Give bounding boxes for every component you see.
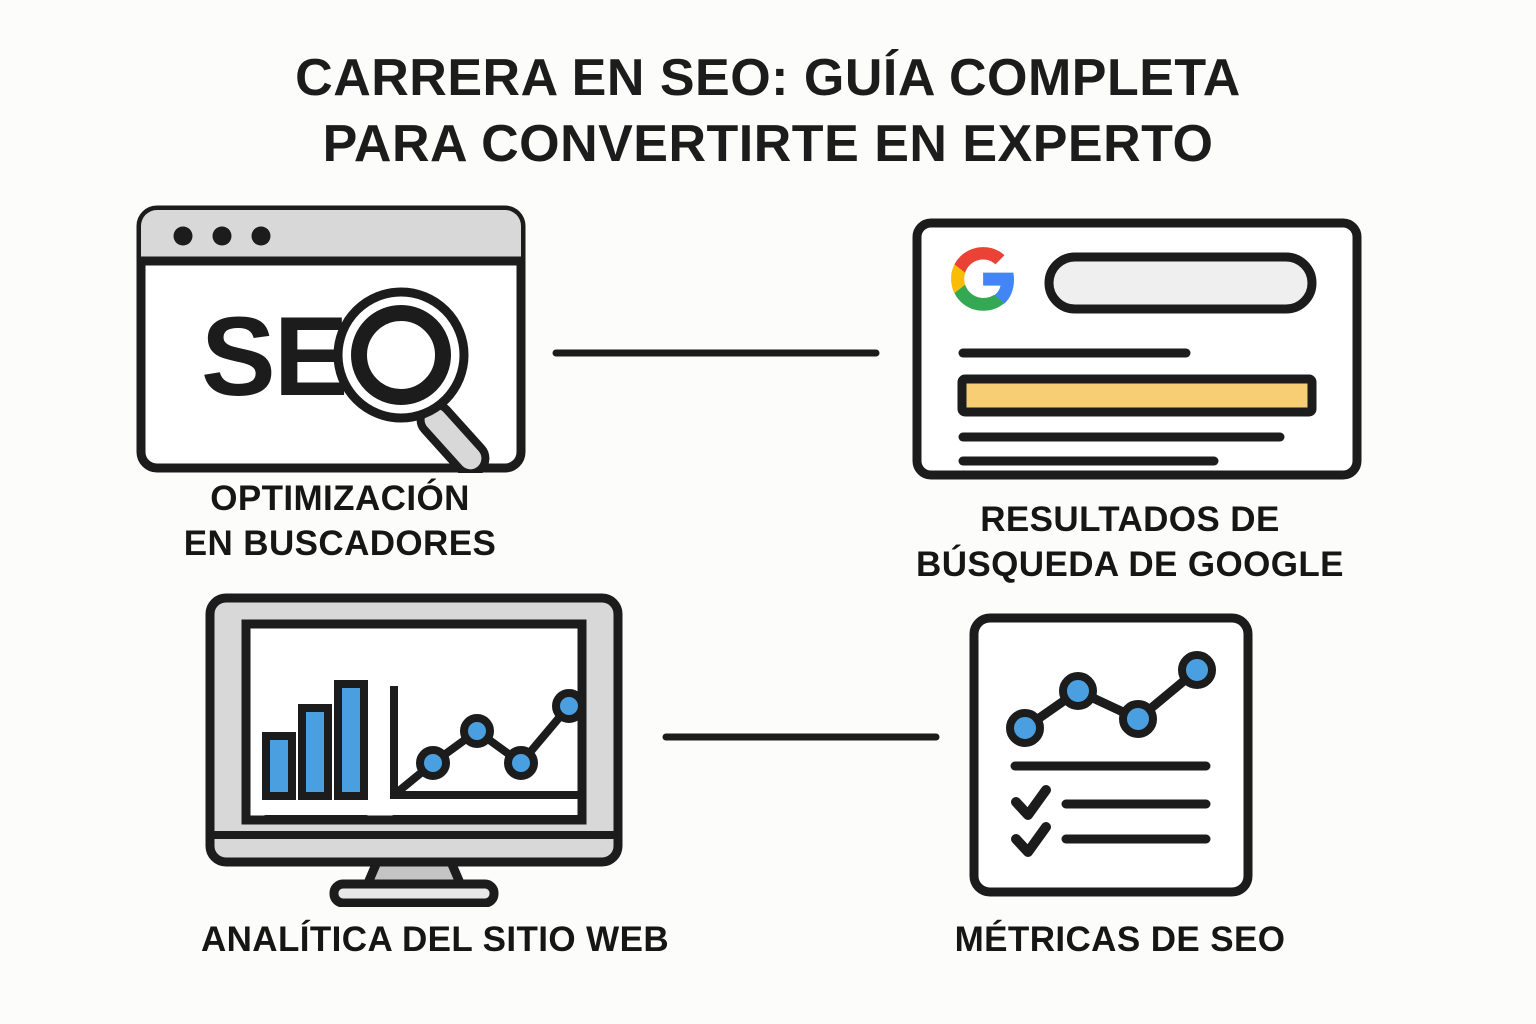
line-chart-point-1 [416,746,450,780]
analytics-bar-chart [262,680,368,800]
google-g-logo [951,247,1015,311]
metrics-point-4 [1178,651,1216,689]
metrics-point-3 [1119,700,1157,738]
node-metrics-graphic [968,612,1254,898]
line-chart-point-2 [460,714,494,748]
node-seo-graphic: SE [136,205,526,473]
check-icon-1 [1011,785,1051,820]
metrics-line-chart [1006,651,1216,747]
metrics-point-2 [1059,672,1097,710]
google-result-highlighted [957,374,1317,417]
page-title: CARRERA EN SEO: GUÍA COMPLETA PARA CONVE… [0,46,1536,177]
monitor-stand-base [329,879,499,907]
check-icon-2 [1011,822,1051,857]
node-label-analytics: ANALÍTICA DEL SITIO WEB [200,920,670,959]
page-title-line-1: CARRERA EN SEO: GUÍA COMPLETA [295,49,1241,107]
bar-2 [298,704,332,800]
page-title-line-2: PARA CONVERTIRTE EN EXPERTO [322,114,1214,173]
monitor-screen [241,619,587,825]
node-analytics-graphic [204,592,644,907]
google-search-bar [1044,252,1317,314]
window-dot-2 [212,226,232,246]
magnifier-lens-inner [351,305,451,405]
window-dot-1 [173,226,193,246]
analytics-line-chart [390,686,586,799]
seo-screen-text: SE [201,294,346,419]
browser-titlebar [141,210,521,261]
line-chart-point-3 [504,746,538,780]
line-chart-point-4 [552,689,586,723]
metrics-polyline [1020,665,1202,733]
node-google-graphic [912,218,1362,480]
metrics-point-1 [1006,709,1044,747]
node-label-metrics: MÉTRICAS DE SEO [954,920,1286,959]
bar-1 [262,732,296,800]
node-label-google: RESULTADOS DE BÚSQUEDA DE GOOGLE [916,500,1344,584]
bar-3 [334,680,368,800]
node-label-seo: OPTIMIZACIÓN EN BUSCADORES [183,479,497,563]
window-dot-3 [251,226,271,246]
